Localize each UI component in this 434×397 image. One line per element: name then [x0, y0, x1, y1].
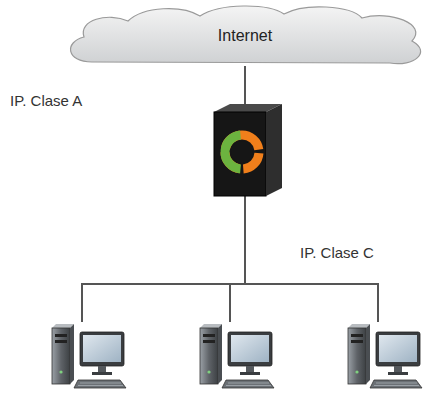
lan-wire — [244, 196, 246, 284]
uplink-wire — [244, 66, 246, 106]
computer-icon — [52, 324, 126, 388]
computer-icon — [348, 324, 422, 388]
drop-wire — [377, 283, 379, 322]
ip-label: IP. Clase A — [8, 92, 84, 109]
drop-wire — [81, 283, 83, 322]
drop-wire — [229, 283, 231, 322]
ip-label: IP. Clase C — [298, 244, 376, 261]
server-icon — [214, 104, 282, 196]
node-text: Internet — [218, 27, 272, 45]
cloud-node: Internet — [60, 4, 430, 68]
computer-icon — [200, 324, 274, 388]
